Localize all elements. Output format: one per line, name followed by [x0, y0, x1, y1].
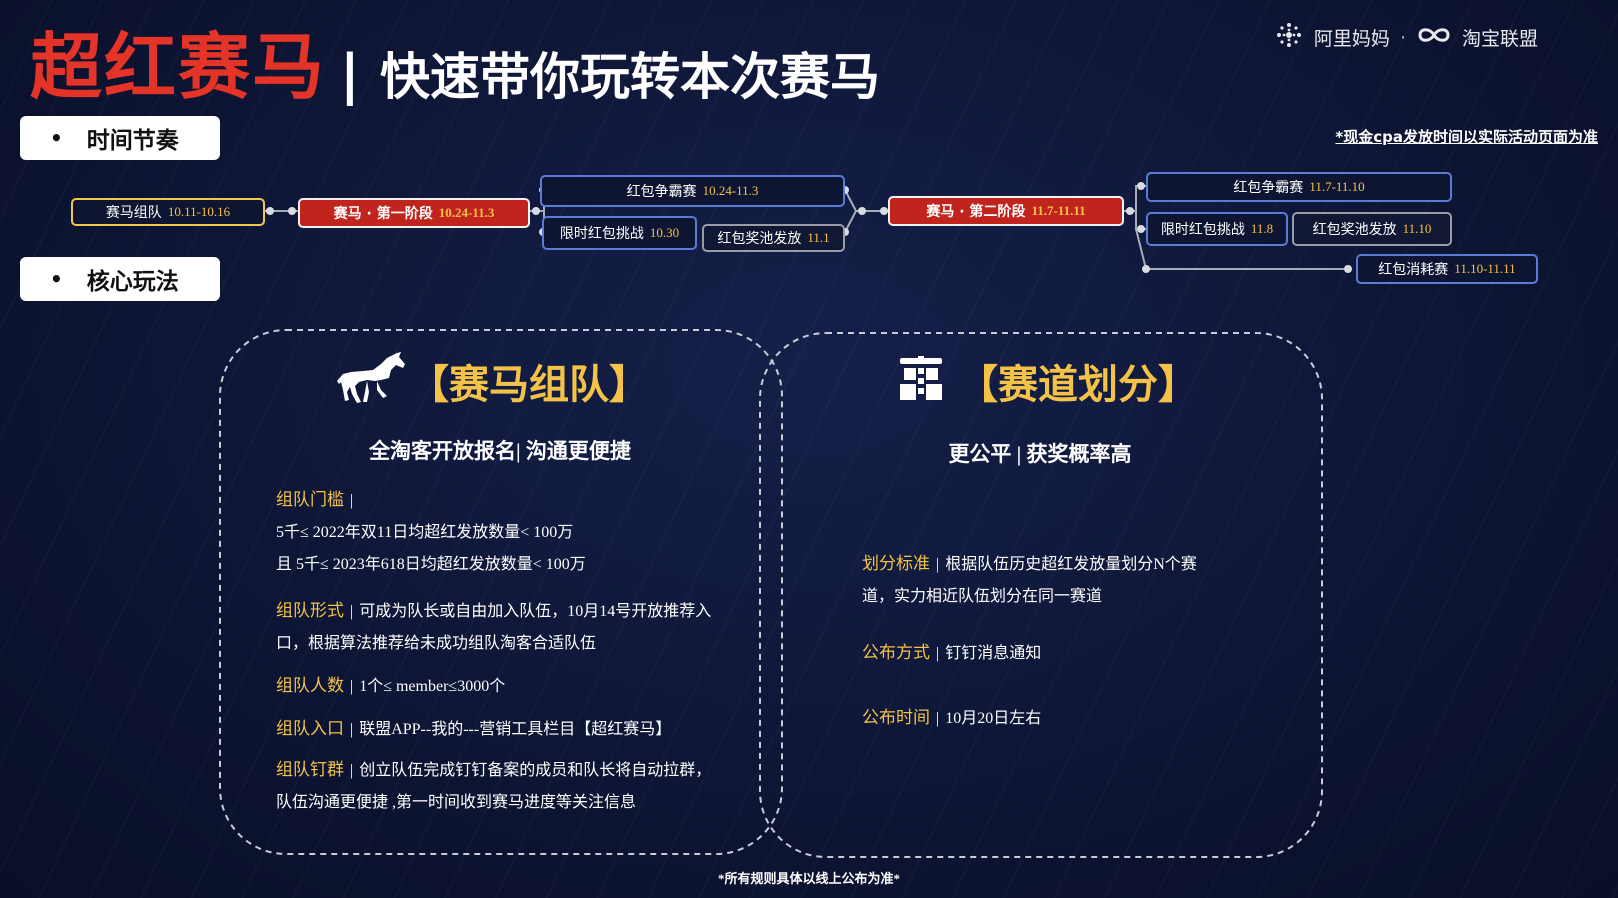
divider: | [350, 492, 354, 509]
node-date: 11.10 [1402, 221, 1432, 236]
brand-logo: 阿里妈妈 · 淘宝联盟 [1274, 20, 1538, 55]
track-icon [898, 356, 944, 406]
taobao-union-logo-icon [1416, 24, 1452, 51]
node-date: 10.24-11.3 [438, 205, 495, 220]
time-key: 公布时间 [862, 708, 930, 727]
card-track-subtitle: 更公平 | 获奖概率高 [948, 442, 1132, 466]
standard-line1: 根据队伍历史超红发放量划分N个赛 [945, 556, 1197, 573]
timeline-node-s1-pool: 红包奖池发放 11.1 [702, 224, 845, 252]
logo-dot: · [1399, 26, 1406, 49]
form-line1: 可成为队长或自由加入队伍，10月14号开放推荐入 [359, 603, 712, 620]
timeline-node-s2-battle: 红包争霸赛 11.7-11.10 [1146, 172, 1452, 202]
entry-row: 组队入口 | 联盟APP--我的---营销工具栏目【超红赛马】 [276, 713, 711, 746]
page-subtitle: 快速带你玩转本次赛马 [380, 48, 880, 106]
divider: | [350, 762, 354, 779]
node-label: 限时红包挑战 [1160, 222, 1245, 238]
node-date: 11.7-11.11 [1031, 203, 1086, 218]
group-key: 组队钉群 [276, 760, 344, 779]
node-label: 红包争霸赛 [626, 184, 697, 200]
node-date: 10.30 [649, 225, 680, 240]
time-text: 10月20日左右 [945, 710, 1042, 727]
bullet-icon: • [50, 267, 63, 291]
standard-line2: 道，实力相近队伍划分在同一赛道 [862, 588, 1103, 605]
divider: | [350, 678, 354, 695]
node-label: 红包奖池发放 [717, 231, 802, 247]
time-row: 公布时间 | 10月20日左右 [862, 702, 1197, 735]
divider: | [936, 556, 940, 573]
timeline-node-stage2: 赛马 · 第二阶段 11.7-11.11 [888, 196, 1124, 226]
card-team-subtitle: 全淘客开放报名| 沟通更便捷 [369, 439, 631, 463]
threshold-row: 组队门槛 | [276, 484, 711, 517]
divider: | [350, 603, 354, 620]
divider: | [936, 710, 940, 727]
size-row: 组队人数 | 1个≤ member≤3000个 [276, 670, 711, 703]
card-track-body: 划分标准 | 根据队伍历史超红发放量划分N个赛 道，实力相近队伍划分在同一赛道 公布… [862, 548, 1197, 735]
node-date: 11.8 [1250, 221, 1274, 236]
divider: | [936, 645, 940, 662]
card-team-body: 组队门槛 | 5千≤ 2022年双11日均超红发放数量< 100万 且 5千≤ 2… [276, 484, 711, 819]
card-track-header: 【赛道划分】 [898, 352, 1198, 410]
logo-taobao-union-text: 淘宝联盟 [1461, 28, 1538, 50]
node-date: 11.1 [807, 230, 830, 245]
timeline-node-s2-pool: 红包奖池发放 11.10 [1292, 212, 1452, 246]
horse-icon [337, 350, 409, 412]
size-text: 1个≤ member≤3000个 [359, 678, 506, 695]
publish-row: 公布方式 | 钉钉消息通知 [862, 637, 1197, 670]
group-line2: 队伍沟通更便捷 ,第一时间收到赛马进度等关注信息 [276, 794, 637, 811]
size-key: 组队人数 [276, 676, 344, 695]
node-label: 限时红包挑战 [559, 226, 644, 242]
form-row: 组队形式 | 可成为队长或自由加入队伍，10月14号开放推荐入 [276, 595, 711, 628]
title-separator: | [340, 43, 360, 106]
node-date: 11.10-11.11 [1454, 261, 1516, 276]
page-title: 超红赛马 [30, 25, 327, 109]
alimama-logo-icon [1274, 20, 1304, 55]
timeline-node-team: 赛马组队 10.11-10.16 [71, 198, 265, 226]
node-label: 赛马 · 第二阶段 [926, 204, 1026, 220]
node-date: 11.7-11.10 [1309, 179, 1365, 194]
node-label: 赛马 · 第一阶段 [333, 206, 433, 222]
bullet-icon: • [50, 126, 63, 150]
entry-key: 组队入口 [276, 719, 344, 738]
node-date: 10.24-11.3 [702, 183, 759, 198]
card-track-title: 【赛道划分】 [958, 362, 1198, 407]
card-team-header: 【赛马组队】 [337, 350, 649, 412]
section-title-timeline: 时间节奏 [86, 128, 179, 154]
publish-text: 钉钉消息通知 [945, 645, 1042, 662]
footer-note: *所有规则具体以线上公布为准* [717, 871, 900, 886]
node-label: 红包奖池发放 [1312, 222, 1397, 238]
section-title-core: 核心玩法 [86, 269, 179, 295]
group-row: 组队钉群 | 创立队伍完成钉钉备案的成员和队长将自动拉群， [276, 754, 711, 787]
logo-alimama-text: 阿里妈妈 [1313, 28, 1390, 50]
standard-row: 划分标准 | 根据队伍历史超红发放量划分N个赛 [862, 548, 1197, 581]
timeline-node-s1-challenge: 限时红包挑战 10.30 [542, 216, 697, 250]
node-label: 赛马组队 [105, 205, 162, 221]
timeline-node-s2-consume: 红包消耗赛 11.10-11.11 [1356, 254, 1538, 284]
threshold-line1: 5千≤ 2022年双11日均超红发放数量< 100万 [276, 524, 574, 541]
threshold-line2: 且 5千≤ 2023年618日均超红发放数量< 100万 [276, 556, 586, 573]
form-key: 组队形式 [276, 601, 344, 620]
form-line2: 口，根据算法推荐给未成功组队淘客合适队伍 [276, 635, 597, 652]
timeline-node-stage1: 赛马 · 第一阶段 10.24-11.3 [298, 198, 530, 228]
node-label: 红包争霸赛 [1233, 180, 1304, 196]
divider: | [350, 721, 354, 738]
section-pill-core: • 核心玩法 [20, 257, 220, 301]
cpa-note: *现金cpa发放时间以实际活动页面为准 [1335, 128, 1598, 146]
publish-key: 公布方式 [862, 643, 930, 662]
group-line1: 创立队伍完成钉钉备案的成员和队长将自动拉群， [359, 762, 712, 779]
node-date: 10.11-10.16 [167, 204, 231, 219]
section-pill-timeline: • 时间节奏 [20, 116, 220, 160]
node-label: 红包消耗赛 [1378, 262, 1449, 278]
threshold-key: 组队门槛 [276, 490, 344, 509]
entry-text: 联盟APP--我的---营销工具栏目【超红赛马】 [359, 721, 672, 738]
timeline-node-s2-challenge: 限时红包挑战 11.8 [1146, 212, 1288, 246]
timeline-node-s1-battle: 红包争霸赛 10.24-11.3 [540, 175, 845, 207]
standard-key: 划分标准 [862, 554, 930, 573]
card-team-title: 【赛马组队】 [409, 362, 649, 407]
